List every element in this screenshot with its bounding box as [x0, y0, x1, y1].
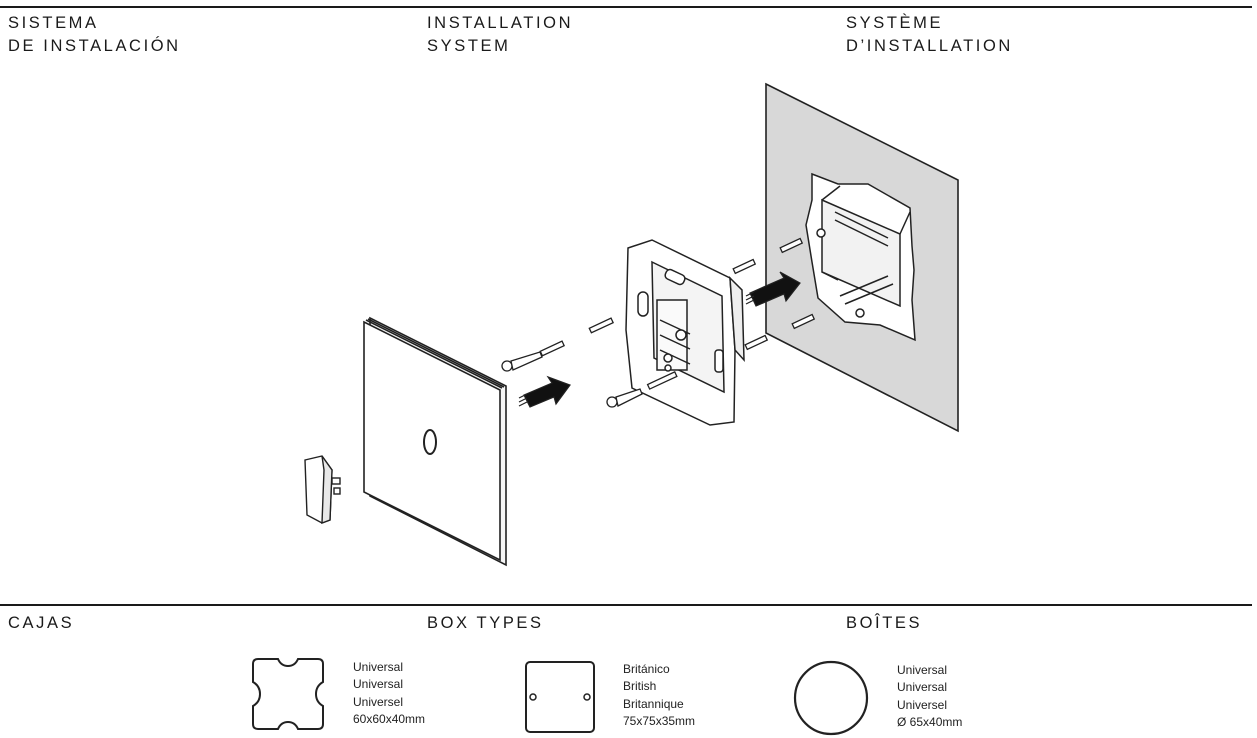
british-square-box-label: Británico British Britannique 75x75x35mm: [623, 662, 696, 728]
heading-en-line1: INSTALLATION: [427, 14, 574, 32]
switch-mechanism: [625, 239, 745, 426]
heading-en: INSTALLATION SYSTEM: [427, 12, 573, 58]
screw-top-icon: [501, 351, 543, 372]
heading-fr-line1: SYSTÈME: [846, 14, 944, 32]
heading-es-line1: SISTEMA: [8, 14, 99, 32]
british-square-box-icon: [525, 661, 595, 733]
middle-rule: [0, 604, 1252, 606]
screw-guides-right: [732, 237, 816, 351]
universal-square-box-icon: [252, 658, 324, 730]
cover-plate: [363, 316, 507, 567]
boxes-heading-es: CAJAS: [8, 614, 75, 632]
boxes-heading-fr: BOÎTES: [846, 614, 923, 632]
screw-bottom-icon: [606, 388, 643, 408]
round-box-icon: [793, 660, 869, 736]
installation-exploded-diagram: [285, 78, 975, 570]
rocker-key: [304, 455, 341, 525]
screw-guides-left: [539, 317, 678, 390]
heading-es-line2: DE INSTALACIÓN: [8, 37, 181, 55]
arrow-to-wall-icon: [745, 271, 801, 307]
round-box-label: Universal Universal Universel Ø 65x40mm: [897, 663, 963, 729]
flush-box: [805, 172, 916, 342]
arrow-to-mechanism-icon: [518, 375, 571, 408]
heading-es: SISTEMA DE INSTALACIÓN: [8, 12, 181, 58]
boxes-heading-en: BOX TYPES: [427, 614, 544, 632]
heading-en-line2: SYSTEM: [427, 37, 511, 55]
heading-fr: SYSTÈME D’INSTALLATION: [846, 12, 1013, 58]
heading-fr-line2: D’INSTALLATION: [846, 37, 1013, 55]
universal-square-box-label: Universal Universal Universel 60x60x40mm: [353, 660, 426, 726]
top-rule: [0, 6, 1252, 8]
